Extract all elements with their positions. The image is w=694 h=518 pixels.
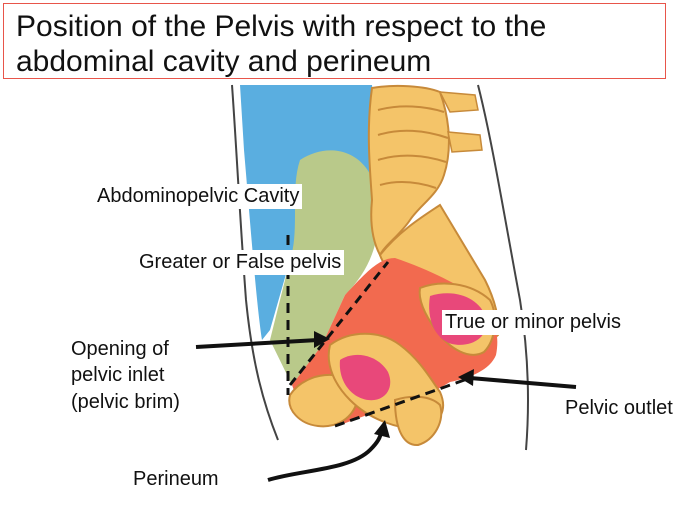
perineum-arrow	[267, 429, 384, 482]
obturator-region-lower	[339, 354, 391, 401]
pelvic-outlet-arrow	[469, 376, 577, 389]
body-outline	[231, 84, 279, 441]
vertebrae	[377, 105, 449, 189]
label-perineum: Perineum	[133, 468, 219, 490]
spinous-processes	[438, 91, 483, 153]
label-opening-line1: Opening of	[71, 338, 169, 360]
label-true-pelvis: True or minor pelvis	[442, 310, 624, 335]
perineum-arrowhead	[374, 420, 390, 438]
title-box: Position of the Pelvis with respect to t…	[3, 3, 666, 79]
pelvic-inlet-arrowhead	[314, 331, 330, 348]
label-abdominopelvic-cavity: Abdominopelvic Cavity	[94, 184, 303, 209]
label-opening-line3: (pelvic brim)	[71, 391, 180, 413]
back-outline	[477, 84, 529, 451]
label-pelvic-outlet: Pelvic outlet	[565, 397, 673, 419]
lower-bone-tip	[393, 395, 443, 447]
label-greater-pelvis: Greater or False pelvis	[136, 250, 345, 275]
pelvic-inlet-arrow	[195, 338, 319, 349]
pelvic-outlet-dashed-line	[334, 376, 471, 428]
pelvic-outlet-arrowhead	[458, 369, 474, 386]
page-title: Position of the Pelvis with respect to t…	[16, 10, 547, 78]
label-opening-line2: pelvic inlet	[71, 364, 165, 386]
pelvic-inlet-dashed-line	[288, 261, 390, 386]
